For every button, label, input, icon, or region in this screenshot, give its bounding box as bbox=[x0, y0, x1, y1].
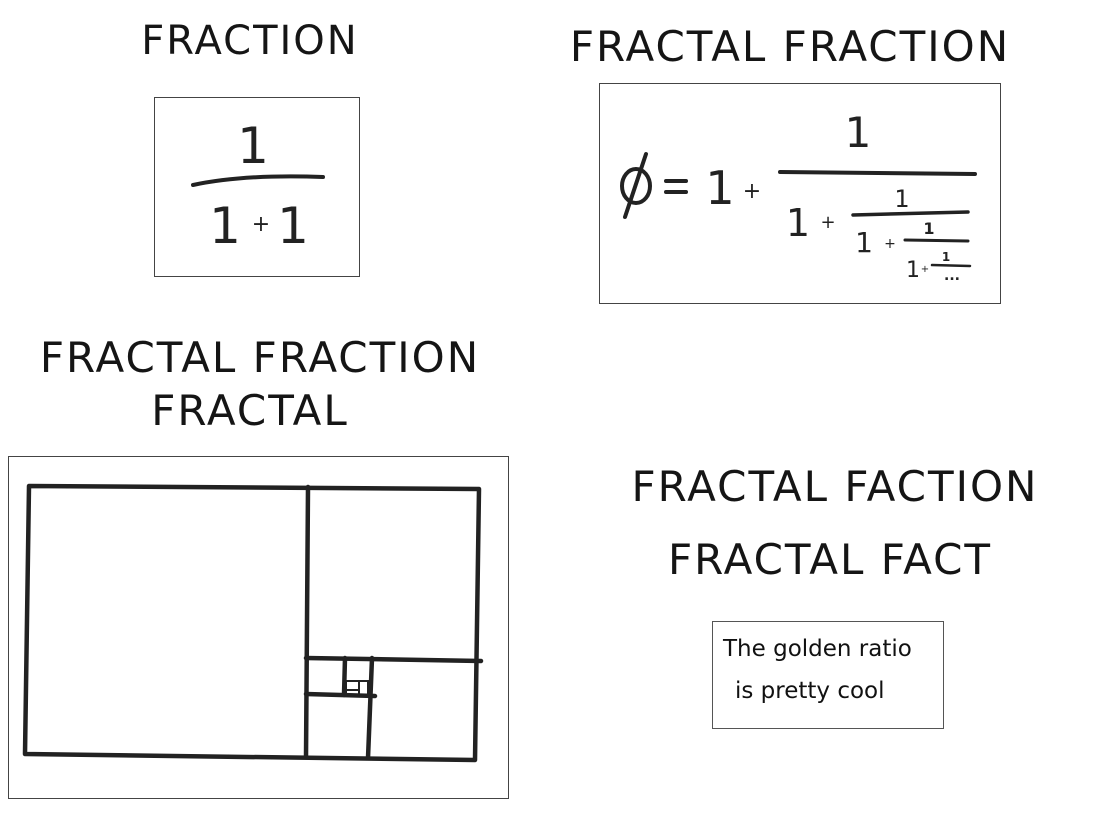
fractal-fraction-box: 1 + 1 1 + 1 1 + 1 1 + 1 ... bbox=[599, 83, 1001, 304]
svg-text:1: 1 bbox=[906, 258, 920, 283]
svg-text:+: + bbox=[820, 212, 835, 233]
fractal-fact-title: FRACTAL FACT bbox=[667, 535, 993, 584]
svg-text:1: 1 bbox=[894, 185, 909, 213]
svg-text:+: + bbox=[921, 264, 929, 275]
golden-rectangle-box bbox=[8, 456, 509, 799]
svg-text:1: 1 bbox=[923, 219, 934, 238]
note-line-2: is pretty cool bbox=[735, 678, 885, 704]
fraction-numerator: 1 bbox=[237, 117, 269, 175]
svg-text:1: 1 bbox=[855, 226, 873, 259]
svg-text:...: ... bbox=[944, 268, 960, 284]
svg-text:+: + bbox=[743, 179, 761, 204]
svg-text:+: + bbox=[252, 212, 270, 237]
svg-text:1: 1 bbox=[209, 197, 241, 255]
svg-text:+: + bbox=[884, 236, 896, 252]
continued-fraction-drawing: 1 + 1 1 + 1 1 + 1 1 + 1 ... bbox=[620, 108, 977, 284]
svg-text:1: 1 bbox=[705, 161, 734, 215]
fraction-box: 1 1 + 1 bbox=[154, 97, 360, 277]
svg-text:1: 1 bbox=[786, 201, 810, 245]
svg-text:1: 1 bbox=[845, 108, 872, 157]
fraction-drawing: 1 1 + 1 bbox=[191, 117, 325, 255]
fraction-title: FRACTION bbox=[141, 18, 359, 64]
golden-rectangle-drawing bbox=[22, 483, 484, 763]
note-line-1: The golden ratio bbox=[723, 636, 912, 662]
fractal-fraction-title: FRACTAL FRACTION bbox=[569, 22, 1011, 71]
svg-text:1: 1 bbox=[942, 250, 950, 264]
svg-text:1: 1 bbox=[277, 197, 309, 255]
fractal-fraction-fractal-title-line2: FRACTAL bbox=[151, 386, 349, 435]
golden-ratio-note: The golden ratio is pretty cool bbox=[712, 621, 944, 729]
fractal-fraction-fractal-title-line1: FRACTAL FRACTION bbox=[39, 333, 481, 382]
fractal-faction-title: FRACTAL FACTION bbox=[631, 462, 1039, 511]
